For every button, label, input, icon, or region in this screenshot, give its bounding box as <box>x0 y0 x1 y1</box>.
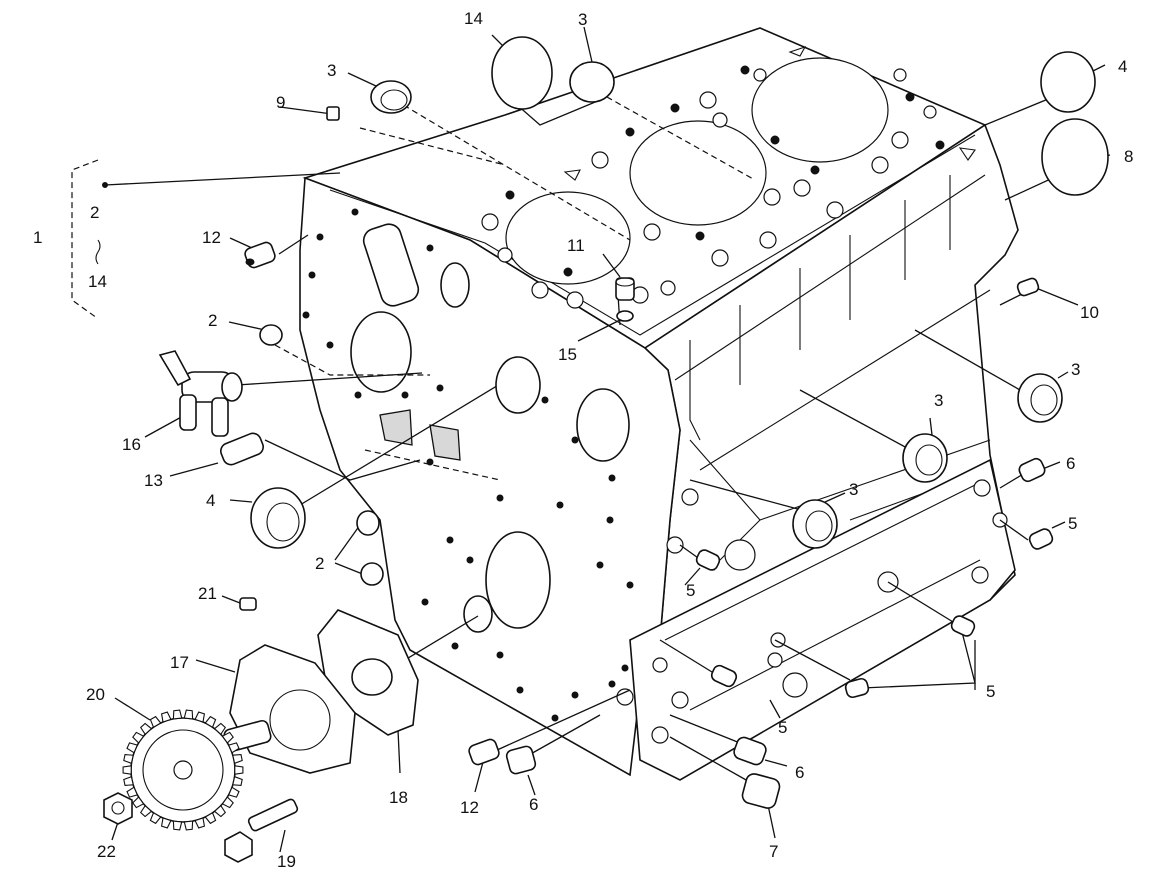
callout-13: 13 <box>144 471 163 490</box>
callout-5: 5 <box>778 718 787 737</box>
callout-16: 16 <box>122 435 141 454</box>
callout-3: 3 <box>327 61 336 80</box>
callout-14: 14 <box>88 272 107 291</box>
gear-tooth <box>126 786 139 798</box>
callout-6: 6 <box>1066 454 1075 473</box>
callout-5: 5 <box>986 682 995 701</box>
gear-tooth <box>132 731 145 744</box>
gear-tooth <box>213 722 227 736</box>
gear-tooth <box>234 765 244 775</box>
callout-15: 15 <box>558 345 577 364</box>
gear-tooth <box>139 722 153 736</box>
gear-tooth <box>122 765 132 775</box>
gear-tooth <box>183 820 194 831</box>
callout-7: 7 <box>769 842 778 861</box>
callout-labels: 1 2 14 14 3 3 4 8 9 12 11 15 10 2 3 16 3… <box>33 9 1133 871</box>
gear-tooth <box>160 817 172 829</box>
callout-6: 6 <box>529 795 538 814</box>
callout-4: 4 <box>1118 57 1127 76</box>
callout-3: 3 <box>1071 360 1080 379</box>
callout-3: 3 <box>578 10 587 29</box>
gear-tooth <box>221 796 234 809</box>
gear-tooth <box>149 812 162 825</box>
gear-tooth <box>123 775 134 786</box>
gear-tooth <box>139 804 153 818</box>
callout-22: 22 <box>97 842 116 861</box>
callout-11: 11 <box>567 236 585 255</box>
callout-18: 18 <box>389 788 408 807</box>
gear-tooth <box>160 711 172 723</box>
callout-9: 9 <box>276 93 285 112</box>
callout-21: 21 <box>198 584 217 603</box>
gear-tooth <box>227 786 240 798</box>
callout-3: 3 <box>934 391 943 410</box>
gear-teeth <box>122 709 244 831</box>
gear-tooth <box>204 715 217 728</box>
gear-tooth <box>232 775 243 786</box>
callout-10: 10 <box>1080 303 1099 322</box>
gear-tooth <box>232 754 243 765</box>
callout-12: 12 <box>202 228 221 247</box>
callout-12: 12 <box>460 798 479 817</box>
callout-2: 2 <box>90 203 99 222</box>
callout-2: 2 <box>208 311 217 330</box>
callout-20: 20 <box>86 685 105 704</box>
gear-tooth <box>194 711 206 723</box>
callout-1: 1 <box>33 228 42 247</box>
callout-6: 6 <box>795 763 804 782</box>
callout-19: 19 <box>277 852 296 871</box>
callout-3: 3 <box>849 480 858 499</box>
gear-tooth <box>183 709 194 720</box>
callout-14: 14 <box>464 9 483 28</box>
gear-tooth <box>172 820 183 831</box>
loose-parts <box>71 36 1109 863</box>
callout-17: 17 <box>170 653 189 672</box>
callout-5: 5 <box>686 581 695 600</box>
gear-tooth <box>221 731 234 744</box>
gear-tooth <box>149 715 162 728</box>
gear-tooth <box>204 812 217 825</box>
callout-5: 5 <box>1068 514 1077 533</box>
gear-tooth <box>126 742 139 754</box>
callout-4: 4 <box>206 491 215 510</box>
gear-tooth <box>123 754 134 765</box>
gear-tooth <box>213 804 227 818</box>
gear-tooth <box>194 817 206 829</box>
gear-tooth <box>172 709 183 720</box>
callout-8: 8 <box>1124 147 1133 166</box>
gear-tooth <box>227 742 240 754</box>
callout-2: 2 <box>315 554 324 573</box>
